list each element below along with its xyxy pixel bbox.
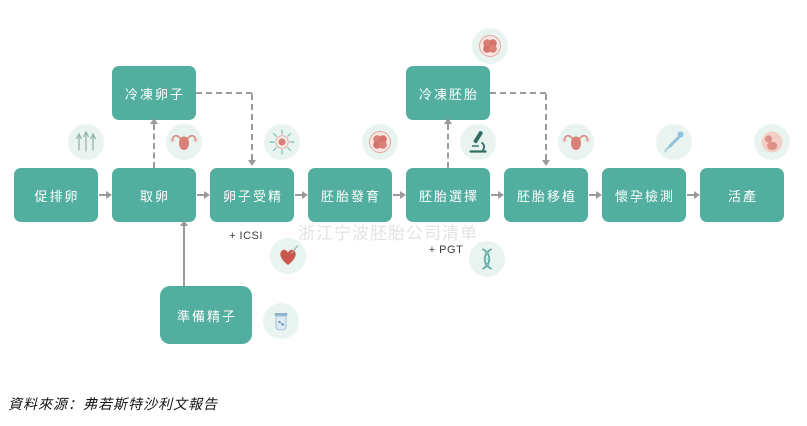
step-ovulation-induction: 促排卵 <box>14 168 98 222</box>
step-frozen-eggs: 冷凍卵子 <box>112 66 196 120</box>
sperm-sample-icon <box>263 303 299 339</box>
syringes-icon <box>68 124 104 160</box>
fertilization-icon <box>264 124 300 160</box>
step-pregnancy-test: 懷孕檢測 <box>602 168 686 222</box>
watermark: 浙江宁波胚胎公司清单 <box>298 224 478 243</box>
dashed-arrow-to-frozen-eggs <box>150 118 158 168</box>
flow-arrow-right <box>295 191 308 199</box>
flow-arrow-right <box>99 191 112 199</box>
flow-arrow-right <box>491 191 504 199</box>
microscope-icon <box>460 124 496 160</box>
dashed-arrow-to-frozen-embryos <box>444 118 452 168</box>
icsi-note: + ICSI <box>229 230 263 242</box>
step-sperm-preparation: 準備精子 <box>160 286 252 344</box>
dashed-arrow-to-embryo-transfer <box>542 94 550 166</box>
pgt-note: + PGT <box>428 244 464 256</box>
flow-arrow-right <box>393 191 406 199</box>
dropper-icon <box>656 124 692 160</box>
heart-embryo-icon <box>270 238 306 274</box>
step-embryo-development: 胚胎發育 <box>308 168 392 222</box>
embryo-cells-icon <box>472 28 508 64</box>
flow-arrow-right <box>687 191 700 199</box>
step-live-birth: 活產 <box>700 168 784 222</box>
dashed-arrow-to-fertilization <box>248 94 256 166</box>
uterus-icon <box>166 124 202 160</box>
step-egg-retrieval: 取卵 <box>112 168 196 222</box>
dna-icon <box>469 241 505 277</box>
step-frozen-embryos: 冷凍胚胎 <box>406 66 490 120</box>
dashed-line-frozen-eggs-out <box>196 92 252 94</box>
source-note: 資料來源：弗若斯特沙利文報告 <box>8 398 218 413</box>
flow-arrow-right <box>589 191 602 199</box>
step-fertilization: 卵子受精 <box>210 168 294 222</box>
newborn-icon <box>754 124 790 160</box>
flow-arrow-right <box>197 191 210 199</box>
step-embryo-selection: 胚胎選擇 <box>406 168 490 222</box>
arrow-sperm-to-egg-retrieval <box>180 220 188 286</box>
dashed-line-frozen-embryos-out <box>490 92 546 94</box>
uterus-icon <box>558 124 594 160</box>
embryo-cells-icon <box>362 124 398 160</box>
step-embryo-transfer: 胚胎移植 <box>504 168 588 222</box>
